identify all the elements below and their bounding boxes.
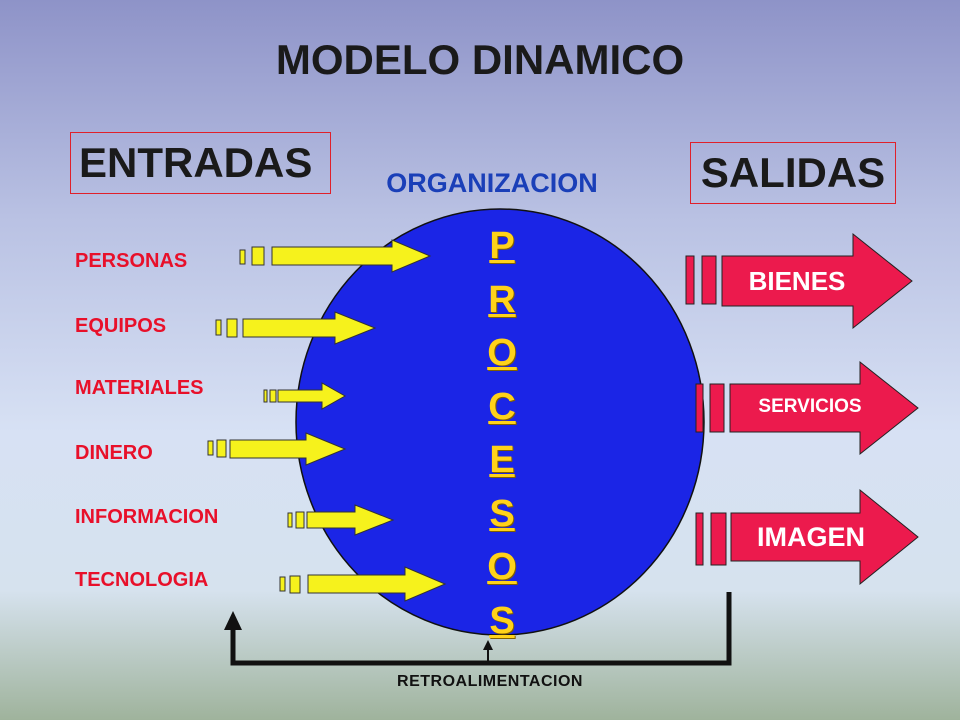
input-label-informacion: INFORMACION bbox=[75, 506, 219, 528]
output-arrow-bienes bbox=[685, 232, 913, 330]
output-arrow-servicios bbox=[695, 360, 919, 456]
procesos-letter: S bbox=[489, 599, 515, 642]
output-label-imagen: IMAGEN bbox=[757, 522, 865, 552]
input-arrow-equipos bbox=[215, 311, 377, 345]
procesos-label: P R O C E S O S bbox=[482, 220, 522, 648]
procesos-letter: E bbox=[489, 439, 515, 481]
input-label-equipos: EQUIPOS bbox=[75, 315, 167, 337]
output-label-bienes: BIENES bbox=[748, 266, 846, 296]
procesos-letter: S bbox=[489, 492, 515, 535]
entradas-label: ENTRADAS bbox=[70, 132, 331, 194]
procesos-letter: O bbox=[487, 546, 517, 588]
diagram-title: MODELO DINAMICO bbox=[275, 36, 685, 83]
output-arrow-imagen bbox=[695, 488, 919, 586]
procesos-letter: R bbox=[488, 278, 516, 321]
feedback-loop bbox=[230, 592, 732, 666]
input-label-materiales: MATERIALES bbox=[75, 377, 204, 399]
organization-circle bbox=[295, 208, 705, 636]
salidas-label: SALIDAS bbox=[690, 142, 896, 204]
procesos-letter: O bbox=[487, 332, 517, 374]
input-label-dinero: DINERO bbox=[75, 442, 153, 464]
input-arrow-dinero bbox=[207, 432, 347, 466]
procesos-letter: P bbox=[489, 225, 515, 267]
input-arrow-tecnologia bbox=[279, 566, 447, 602]
input-arrow-informacion bbox=[287, 504, 395, 536]
input-arrow-materiales bbox=[263, 382, 347, 410]
feedback-center-tick-icon bbox=[483, 640, 493, 650]
input-arrow-personas bbox=[239, 239, 432, 273]
input-label-personas: PERSONAS bbox=[75, 250, 188, 272]
feedback-label: RETROALIMENTACION bbox=[397, 673, 583, 690]
input-label-tecnologia: TECNOLOGIA bbox=[75, 569, 209, 591]
output-label-servicios: SERVICIOS bbox=[758, 396, 862, 417]
procesos-letter: C bbox=[488, 385, 516, 428]
feedback-arrowhead-icon bbox=[224, 611, 242, 630]
organizacion-label: ORGANIZACION bbox=[386, 168, 598, 198]
